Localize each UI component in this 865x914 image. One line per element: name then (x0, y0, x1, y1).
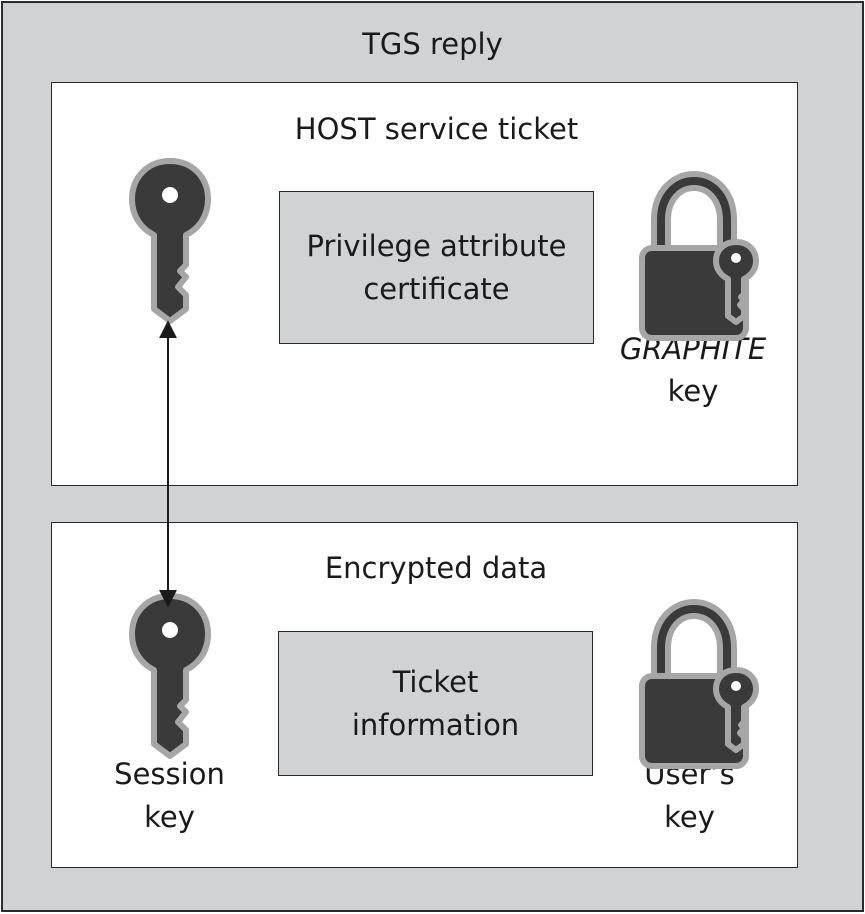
key-icon (132, 596, 208, 756)
session-key-label: Session key (114, 757, 225, 834)
padlock-with-key-icon (642, 174, 756, 338)
ticket-information-box: Ticket information (278, 631, 593, 776)
host-service-ticket-title: HOST service ticket (294, 112, 579, 146)
privilege-attribute-certificate-box: Privilege attribute certificate (279, 191, 594, 344)
diagram-title: TGS reply (362, 27, 503, 61)
graphite-key-label-key: key (667, 374, 719, 408)
encrypted-data-title: Encrypted data (324, 551, 548, 585)
padlock-with-key-icon (642, 602, 756, 766)
key-icon (132, 161, 208, 321)
